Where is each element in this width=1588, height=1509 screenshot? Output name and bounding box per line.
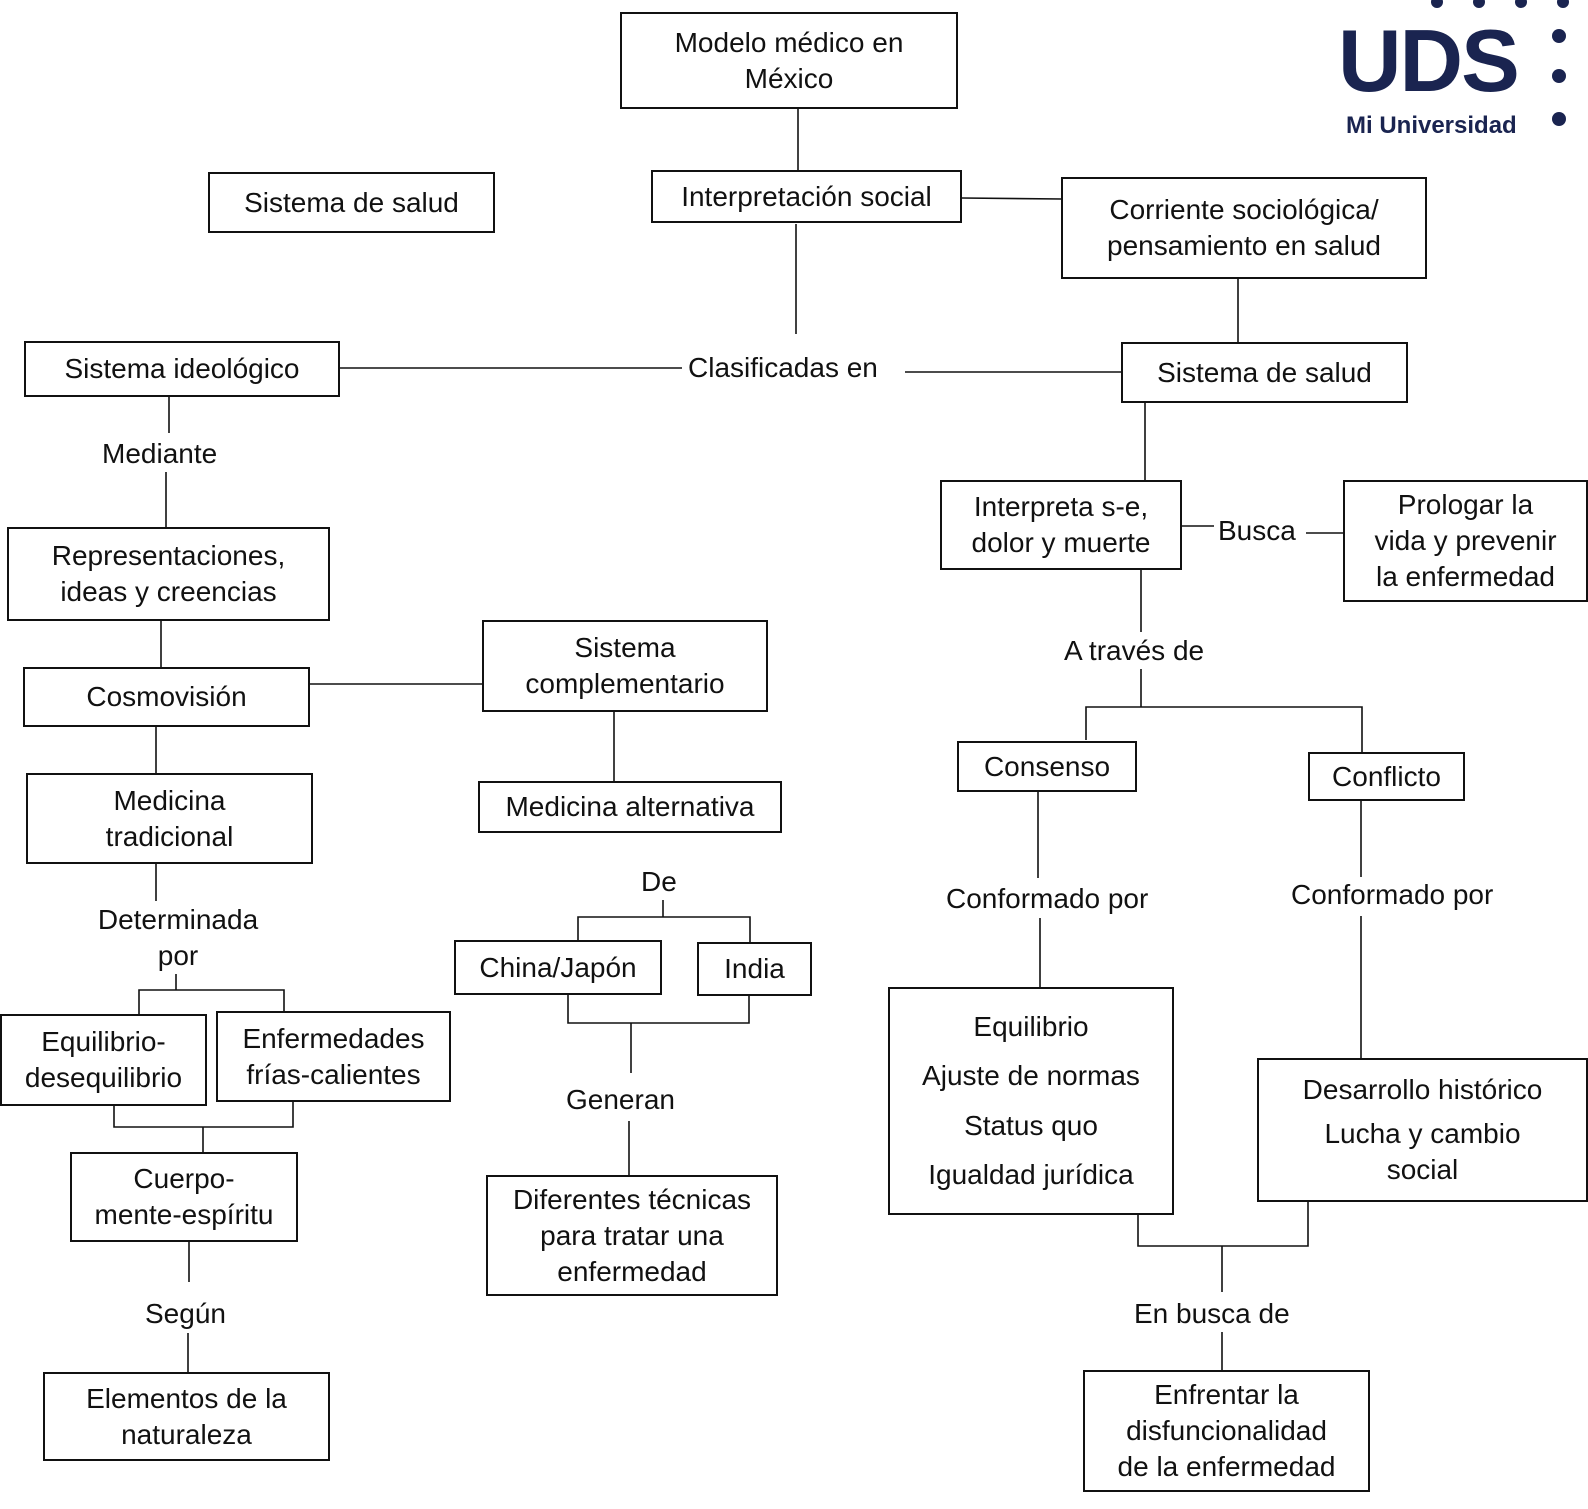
node-india: India	[697, 942, 812, 996]
label-determinada: Determinada por	[88, 902, 268, 974]
node-sistema-ideologico: Sistema ideológico	[24, 341, 340, 397]
node-conflicto-items: Desarrollo histórico Lucha y cambio soci…	[1257, 1058, 1588, 1202]
label-conformado-consenso: Conformado por	[942, 881, 1153, 917]
node-medicina-tradicional: Medicina tradicional	[26, 773, 313, 864]
label-busca: Busca	[1214, 513, 1300, 549]
label-en-busca: En busca de	[1130, 1296, 1294, 1332]
node-cosmovision: Cosmovisión	[23, 667, 310, 727]
node-enfermedades: Enfermedades frías-calientes	[216, 1011, 451, 1102]
node-cuerpo-mente-espiritu: Cuerpo- mente-espíritu	[70, 1152, 298, 1242]
node-sistema-salud: Sistema de salud	[1121, 342, 1408, 403]
node-enfrentar: Enfrentar la disfuncionalidad de la enfe…	[1083, 1370, 1370, 1492]
node-corriente-sociologica: Corriente sociológica/ pensamiento en sa…	[1061, 177, 1427, 279]
node-interpretacion-social: Interpretación social	[651, 170, 962, 223]
label-de: De	[637, 864, 681, 900]
node-equilibrio-desequilibrio: Equilibrio- desequilibrio	[0, 1014, 207, 1106]
node-modelo-medico: Modelo médico en México	[620, 12, 958, 109]
consenso-item: Igualdad jurídica	[928, 1159, 1134, 1191]
node-medicina-alternativa: Medicina alternativa	[478, 781, 782, 833]
node-interpreta: Interpreta s-e, dolor y muerte	[940, 480, 1182, 570]
node-consenso: Consenso	[957, 741, 1137, 792]
conflicto-item: Desarrollo histórico	[1302, 1074, 1543, 1105]
logo-subtitle: Mi Universidad	[1346, 112, 1517, 139]
node-china-japon: China/Japón	[454, 940, 662, 995]
uds-logo	[1431, 0, 1569, 126]
node-representaciones: Representaciones, ideas y creencias	[7, 527, 330, 621]
conflicto-item: Lucha y cambio social	[1324, 1118, 1521, 1185]
label-conformado-conflicto: Conformado por	[1287, 877, 1498, 913]
node-sistema-salud-top: Sistema de salud	[208, 172, 495, 233]
node-consenso-items: Equilibrio Ajuste de normas Status quo I…	[888, 987, 1174, 1215]
logo-wordmark: UDS	[1338, 11, 1520, 110]
node-conflicto: Conflicto	[1308, 752, 1465, 801]
node-prologar: Prologar la vida y prevenir la enfermeda…	[1343, 480, 1588, 602]
node-elementos-naturaleza: Elementos de la naturaleza	[43, 1372, 330, 1461]
consenso-item: Ajuste de normas	[922, 1060, 1140, 1092]
consenso-item: Equilibrio	[973, 1010, 1089, 1042]
label-a-traves: A través de	[1060, 633, 1209, 669]
label-mediante: Mediante	[98, 436, 222, 472]
node-diferentes-tecnicas: Diferentes técnicas para tratar una enfe…	[486, 1175, 778, 1296]
label-clasificadas: Clasificadas en	[684, 350, 882, 386]
label-segun: Según	[141, 1296, 230, 1332]
consenso-item: Status quo	[964, 1109, 1098, 1141]
node-sistema-complementario: Sistema complementario	[482, 620, 768, 712]
label-generan: Generan	[562, 1082, 679, 1118]
